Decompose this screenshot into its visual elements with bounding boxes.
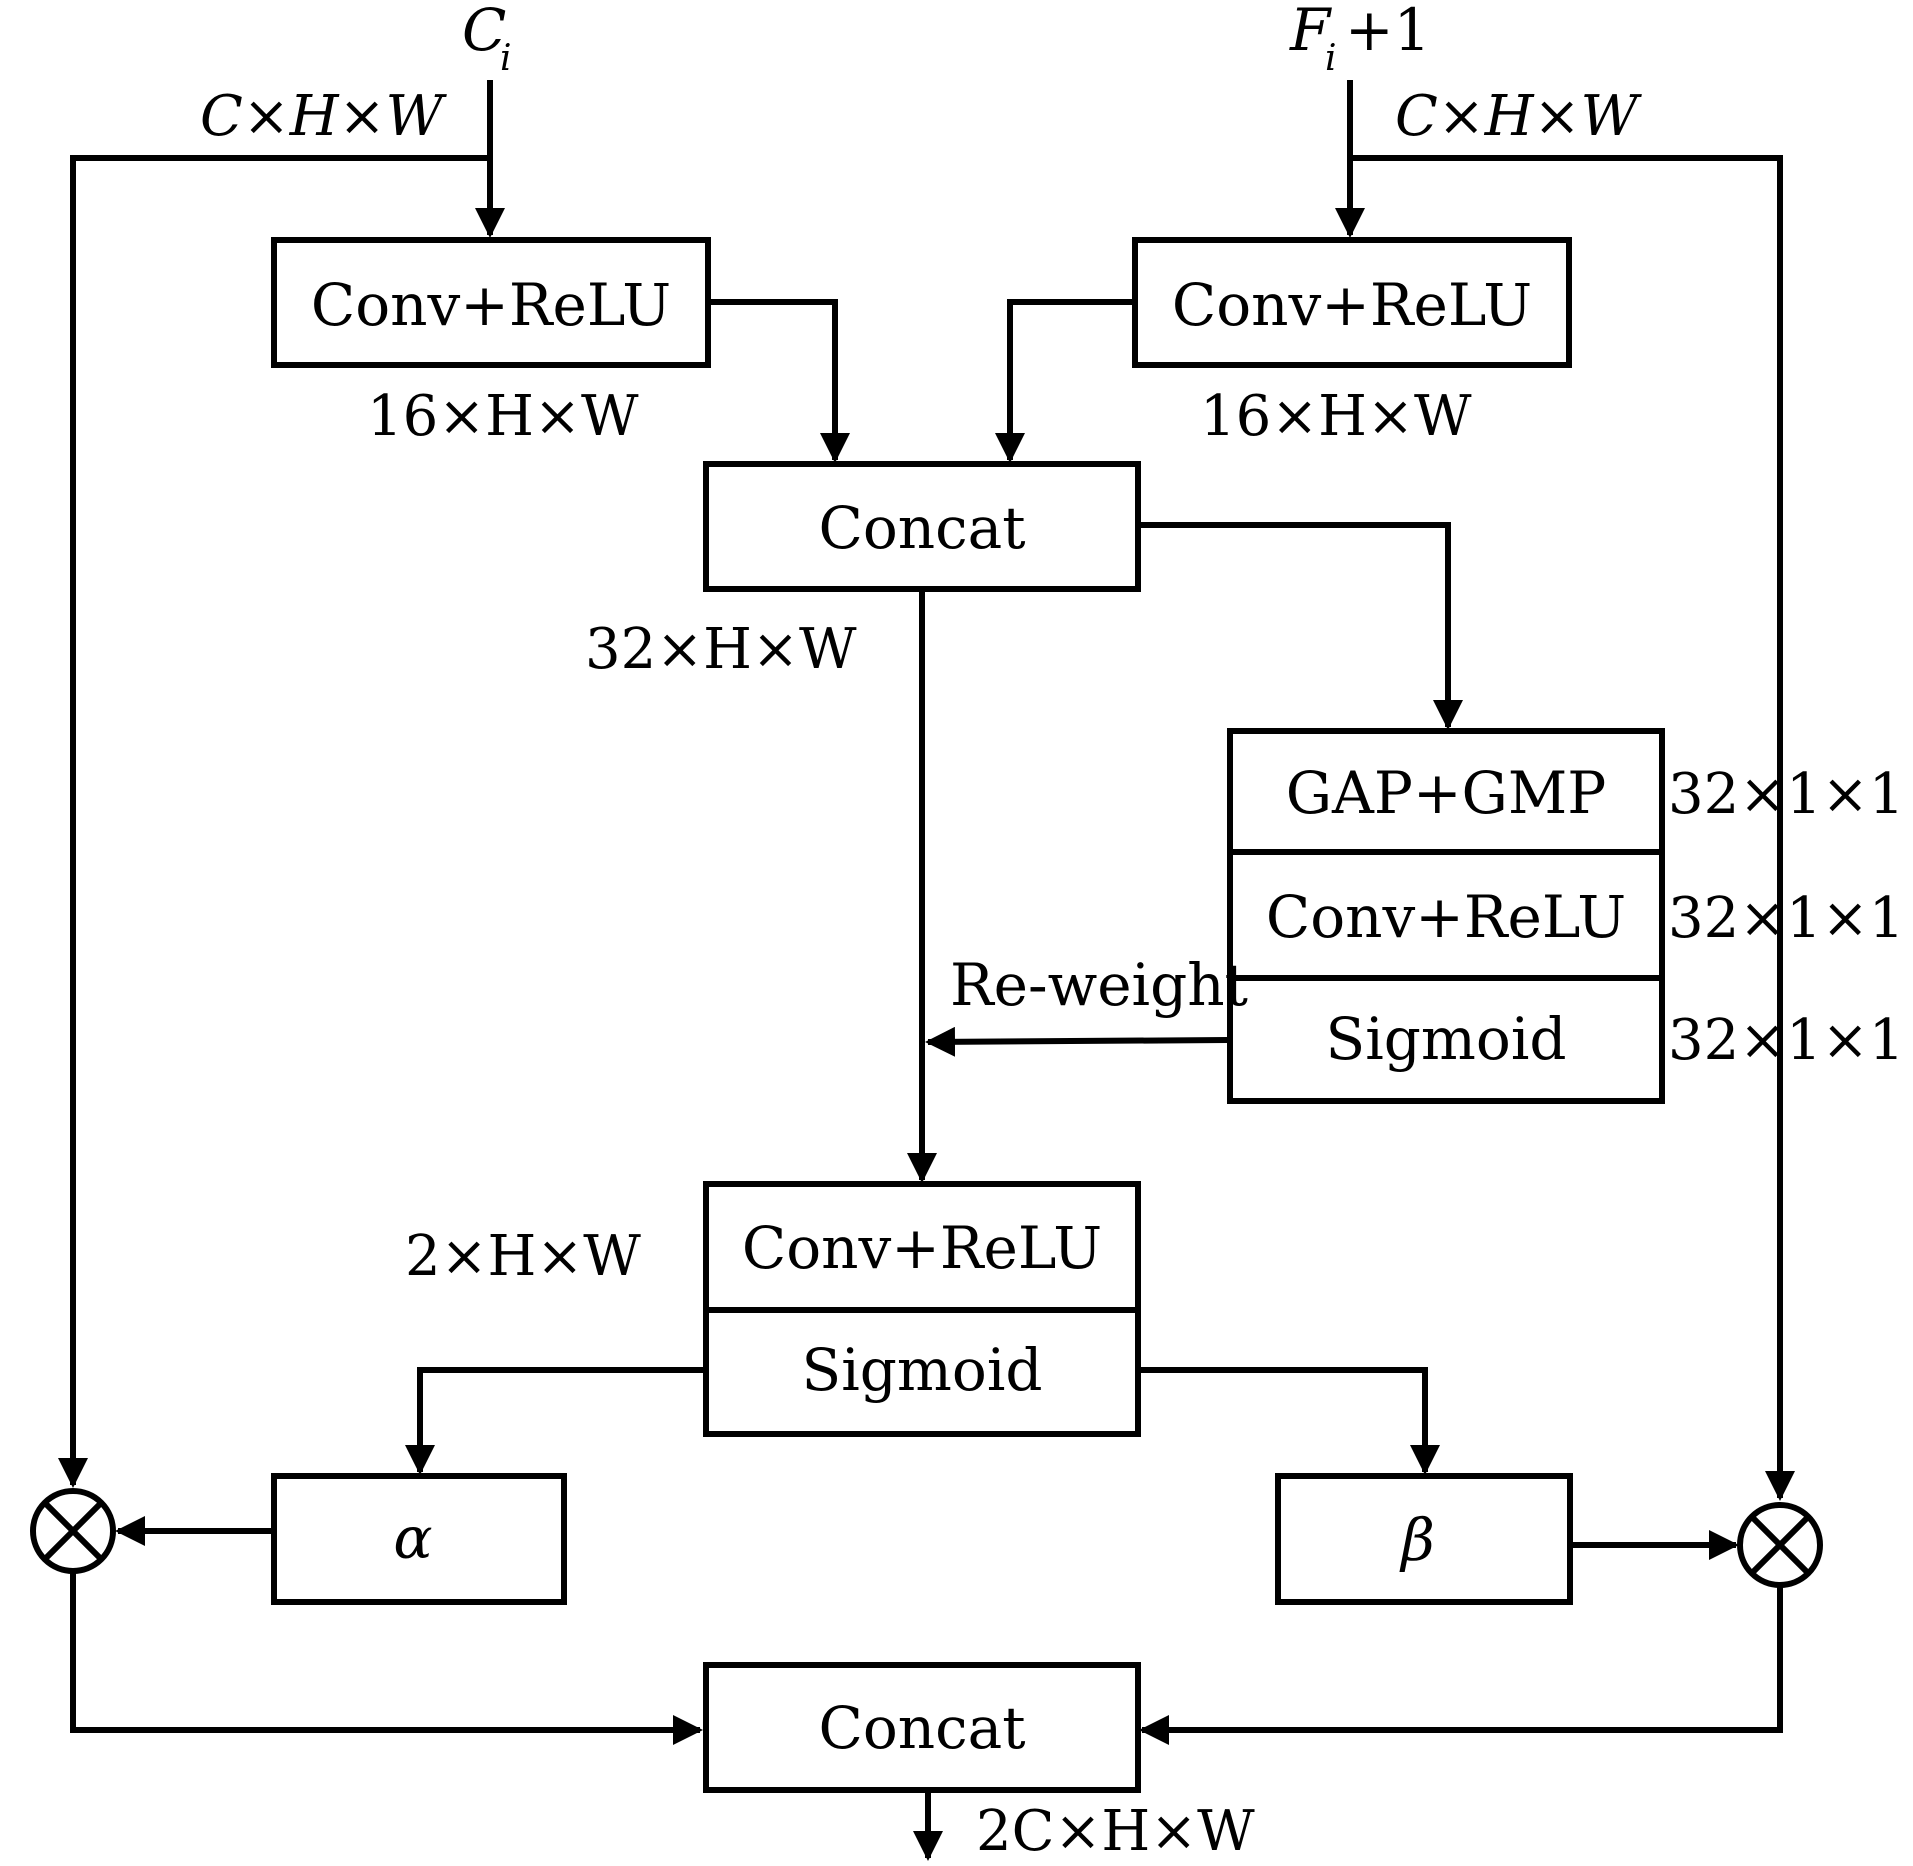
conv-left-block: Conv+ReLU [271,237,711,368]
ca-conv-label: Conv+ReLU [1266,883,1626,951]
circled-times-icon [30,1488,116,1574]
input-left-shape: C×H×W [200,84,448,149]
fuse-shape: 2×H×W [405,1224,641,1289]
concat-top-block: Concat [703,461,1141,592]
fuse-sigmoid-box [703,1307,1141,1437]
concat-top-box [703,461,1141,592]
beta-label: β [1399,1506,1435,1574]
arrow-reweight [925,1026,1229,1057]
circled-times-icon [1737,1502,1823,1588]
arrow-ci-skip [58,155,490,1488]
conv-left-label: Conv+ReLU [311,271,671,339]
conv-right-shape: 16×H×W [1200,384,1472,449]
conv-left-shape: 16×H×W [367,384,639,449]
arrow-convr-to-concat [995,299,1135,463]
connections [58,80,1795,1861]
concat-top-shape: 32×H×W [585,617,857,682]
concat-top-label: Concat [818,494,1025,562]
reweight-label: Re-weight [950,951,1248,1019]
conv-right-label: Conv+ReLU [1172,271,1532,339]
concat-bottom-block: Concat [703,1662,1141,1793]
input-left-label: C i [462,0,512,79]
beta-box [1275,1473,1573,1605]
fuse-conv-label: Conv+ReLU [742,1214,1102,1282]
channel-attention-block: GAP+GMP Conv+ReLU Sigmoid [1227,728,1665,1104]
arrow-sigmoid-to-alpha [405,1367,706,1475]
arrow-convl-to-concat [708,299,850,463]
conv-right-block: Conv+ReLU [1132,237,1572,368]
input-right-label: F i +1 [1289,0,1431,79]
input-left-subscript: i [500,38,512,79]
ca-sigmoid-shape: 32×1×1 [1668,1008,1904,1073]
arrow-fi-skip [1350,155,1795,1501]
fuse-sigmoid-label: Sigmoid [801,1336,1042,1404]
arrow-sigmoid-to-beta [1138,1367,1440,1475]
ca-conv-box [1227,849,1665,981]
input-left-symbol: C [462,0,506,64]
input-right-subscript: i [1325,38,1337,79]
concat-bottom-box [703,1662,1141,1793]
beta-block: β [1275,1473,1573,1605]
arrow-mul-right-to-concat [1139,1587,1783,1745]
fuse-block: Conv+ReLU Sigmoid [703,1181,1141,1437]
input-right-shape: C×H×W [1395,84,1643,149]
concat-bottom-label: Concat [818,1694,1025,1762]
conv-right-box [1132,237,1572,368]
arrow-mul-left-to-concat [70,1573,703,1745]
input-right-symbol: F [1289,0,1332,64]
gap-gmp-label: GAP+GMP [1286,759,1607,827]
alpha-block: α [271,1473,567,1605]
arrow-concat-to-gap [1138,522,1463,730]
gap-gmp-box [1227,728,1665,855]
gap-gmp-shape: 32×1×1 [1668,762,1904,827]
alpha-box [271,1473,567,1605]
ca-conv-shape: 32×1×1 [1668,886,1904,951]
ca-sigmoid-box [1227,975,1665,1104]
conv-left-box [271,237,711,368]
alpha-label: α [393,1504,432,1572]
input-right-suffix: +1 [1345,0,1431,64]
output-shape: 2C×H×W [976,1799,1255,1864]
ca-sigmoid-label: Sigmoid [1325,1005,1566,1073]
